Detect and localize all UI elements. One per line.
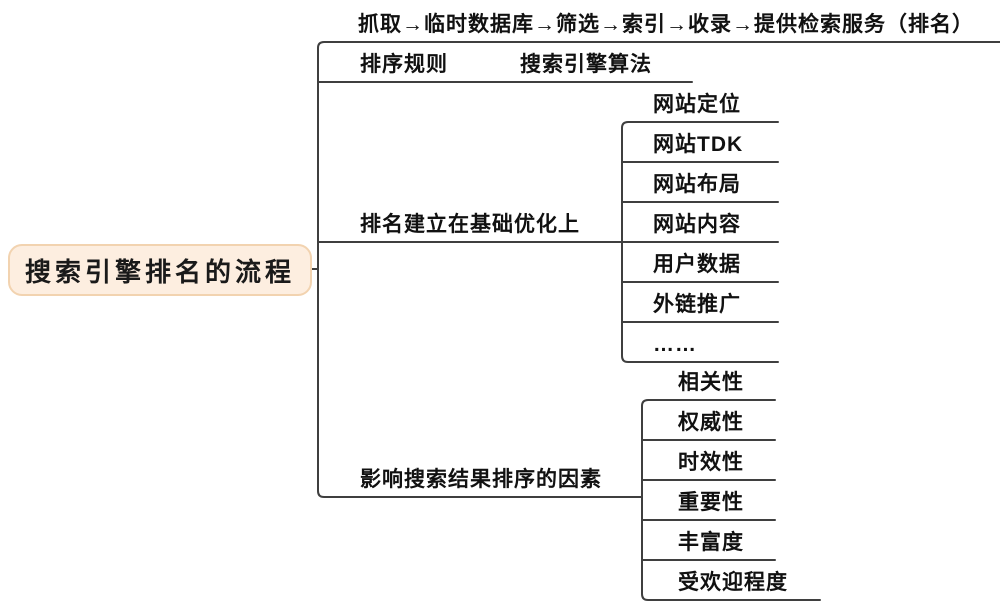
branch-ranking-factors[interactable]: 影响搜索结果排序的因素 (360, 468, 602, 491)
child-richness[interactable]: 丰富度 (678, 531, 744, 554)
branch-ranking-rules[interactable]: 排序规则 (360, 53, 448, 76)
branch-basic-optimization[interactable]: 排名建立在基础优化上 (360, 213, 580, 236)
child-user-data[interactable]: 用户数据 (653, 253, 741, 276)
child-ellipsis[interactable]: …… (653, 333, 697, 356)
child-timeliness[interactable]: 时效性 (678, 451, 744, 474)
child-site-positioning[interactable]: 网站定位 (653, 93, 741, 116)
branch-crawl-flow[interactable]: 抓取→临时数据库→筛选→索引→收录→提供检索服务（排名） (358, 13, 974, 36)
child-importance[interactable]: 重要性 (678, 491, 744, 514)
child-site-content[interactable]: 网站内容 (653, 213, 741, 236)
child-relevance[interactable]: 相关性 (678, 371, 744, 394)
child-site-layout[interactable]: 网站布局 (653, 173, 741, 196)
child-external-links[interactable]: 外链推广 (653, 293, 741, 316)
child-popularity[interactable]: 受欢迎程度 (678, 571, 788, 594)
branch-search-engine-algorithm[interactable]: 搜索引擎算法 (520, 53, 652, 76)
child-authority[interactable]: 权威性 (678, 411, 744, 434)
child-site-tdk[interactable]: 网站TDK (653, 133, 744, 156)
root-topic[interactable]: 搜索引擎排名的流程 (8, 244, 312, 296)
